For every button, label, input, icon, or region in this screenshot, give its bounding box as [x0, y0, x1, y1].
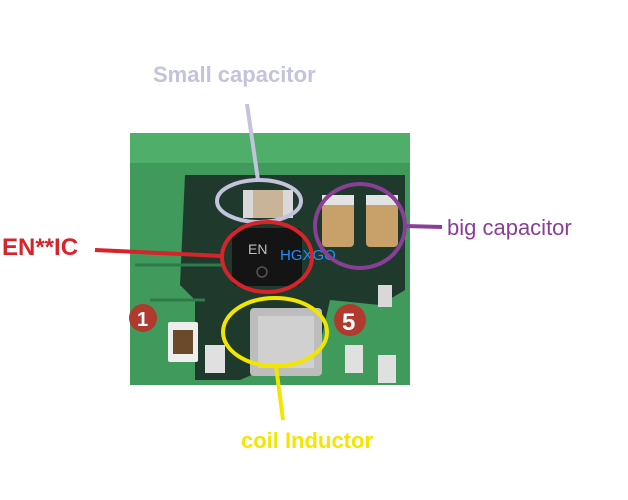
en-ic-label: EN**IC — [2, 234, 79, 261]
marker-1-label: 1 — [137, 309, 148, 331]
pad-3 — [378, 355, 396, 383]
small-capacitor-pointer — [245, 103, 260, 181]
marker-5 — [334, 304, 366, 336]
big-capacitor-cap-2 — [366, 195, 398, 205]
pad-1 — [205, 345, 225, 373]
annotations — [94, 103, 443, 421]
resistor-marking — [173, 330, 193, 354]
big-capacitor-cap-1 — [322, 195, 354, 205]
chip-pin1-dot — [256, 266, 268, 278]
small-capacitor-label: Small capacitor — [153, 62, 316, 87]
en-ic-chip — [232, 228, 302, 286]
pad-2 — [345, 345, 363, 373]
big-capacitor-pointer — [404, 224, 443, 229]
pad-4 — [378, 285, 392, 307]
big-capacitor-body-2 — [366, 195, 398, 247]
coil-inductor-label: coil Inductor — [241, 428, 373, 453]
pcb-top-band — [130, 133, 410, 163]
small-capacitor-cap-right — [283, 190, 293, 218]
pcb-photo: EN HGXGO 1 5 — [129, 133, 410, 385]
chip-marking: EN — [248, 241, 267, 257]
coil-inductor-pointer — [274, 365, 285, 421]
small-capacitor-body — [243, 190, 293, 218]
big-capacitor-label: big capacitor — [447, 215, 572, 240]
big-capacitor-body-1 — [322, 195, 354, 247]
marker-5-label: 5 — [342, 309, 355, 336]
en-ic-circle — [220, 220, 314, 294]
en-ic-pointer — [94, 248, 223, 258]
marker-1 — [129, 304, 157, 332]
coil-inductor-circle — [221, 296, 329, 368]
small-capacitor-cap-left — [243, 190, 253, 218]
